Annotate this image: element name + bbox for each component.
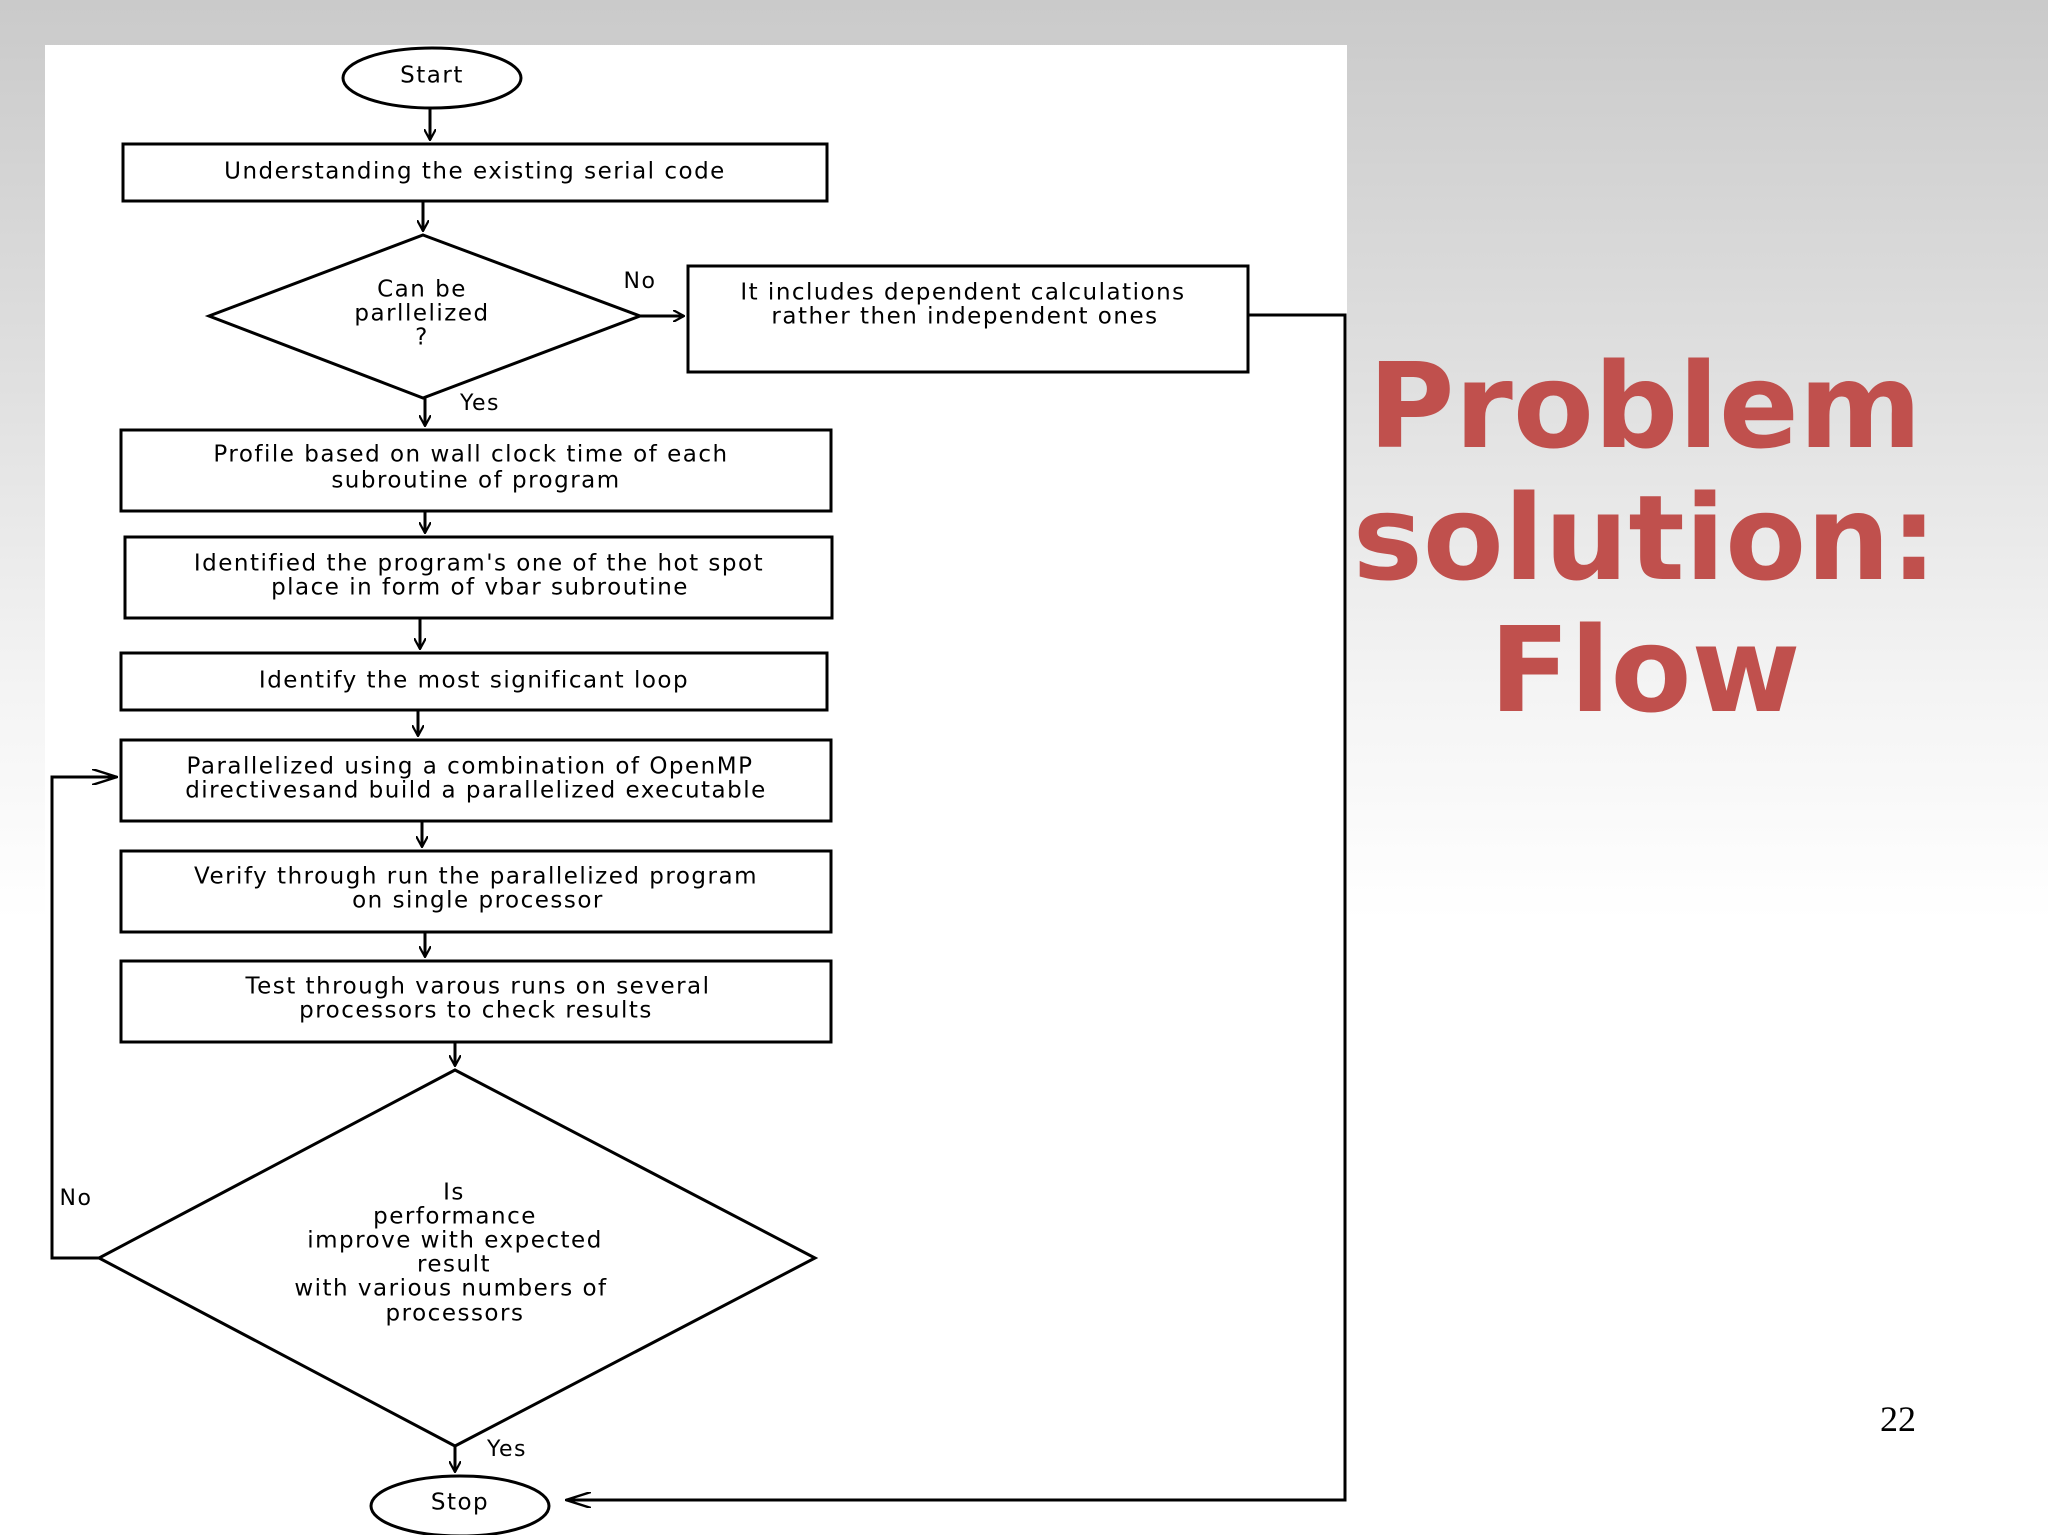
profile-line-2: subroutine of program bbox=[331, 468, 620, 494]
start-label: Start bbox=[400, 63, 464, 89]
hotspot-line-1: Identified the program's one of the hot … bbox=[194, 551, 764, 577]
dependent-calc-line-1: It includes dependent calculations bbox=[740, 280, 1185, 306]
connector-dependent-to-stop bbox=[566, 313, 1347, 1500]
no-branch-label: No bbox=[624, 269, 657, 294]
parallelize-line-2: directivesand build a parallelized execu… bbox=[185, 778, 767, 804]
verify-line-1: Verify through run the parallelized prog… bbox=[194, 864, 758, 890]
identify-loop-label: Identify the most significant loop bbox=[259, 668, 689, 694]
title-line-problem: Problem bbox=[1368, 337, 1922, 475]
process-dependent-calculations bbox=[686, 264, 1250, 374]
decision-parallel-line-2: parllelized bbox=[354, 301, 489, 327]
hotspot-line-2: place in form of vbar subroutine bbox=[271, 575, 689, 601]
performance-line-2: performance bbox=[373, 1204, 537, 1230]
process-verify bbox=[119, 849, 833, 934]
parallelize-line-1: Parallelized using a combination of Open… bbox=[187, 754, 754, 780]
dependent-calc-line-2: rather then independent ones bbox=[771, 304, 1158, 330]
verify-line-2: on single processor bbox=[352, 888, 604, 914]
process-understand-code bbox=[121, 142, 829, 203]
final-yes-label: Yes bbox=[486, 1437, 527, 1462]
stop-terminal bbox=[369, 1474, 551, 1535]
process-test bbox=[119, 959, 833, 1044]
process-parallelize bbox=[119, 738, 833, 823]
decision-parallel-line-3: ? bbox=[415, 325, 429, 351]
decision-parallel-line-1: Can be bbox=[377, 277, 467, 303]
process-profile bbox=[119, 428, 833, 513]
connector-performance-no-loop bbox=[50, 777, 117, 1260]
stop-label: Stop bbox=[431, 1490, 489, 1516]
start-terminal bbox=[341, 46, 523, 110]
process-understand-label: Understanding the existing serial code bbox=[224, 159, 726, 185]
slide-number: 22 bbox=[1880, 1399, 1916, 1439]
performance-line-5: with various numbers of bbox=[294, 1276, 607, 1302]
profile-line-1: Profile based on wall clock time of each bbox=[213, 442, 728, 468]
title-line-solution: solution: bbox=[1352, 469, 1938, 607]
slide-title: Problem solution: Flow bbox=[1340, 340, 1950, 736]
process-identify-hotspot bbox=[123, 535, 834, 620]
title-line-flow: Flow bbox=[1489, 601, 1801, 739]
performance-line-4: result bbox=[417, 1252, 491, 1278]
loop-no-label: No bbox=[60, 1186, 93, 1211]
process-identify-loop bbox=[119, 651, 829, 712]
test-line-1: Test through varous runs on several bbox=[244, 974, 710, 1000]
performance-line-6: processors bbox=[386, 1301, 525, 1327]
yes-branch-label: Yes bbox=[459, 391, 500, 416]
decision-can-parallelize bbox=[204, 233, 645, 400]
test-line-2: processors to check results bbox=[299, 998, 653, 1024]
performance-line-1: Is bbox=[443, 1180, 465, 1206]
performance-line-3: improve with expected bbox=[307, 1228, 603, 1254]
